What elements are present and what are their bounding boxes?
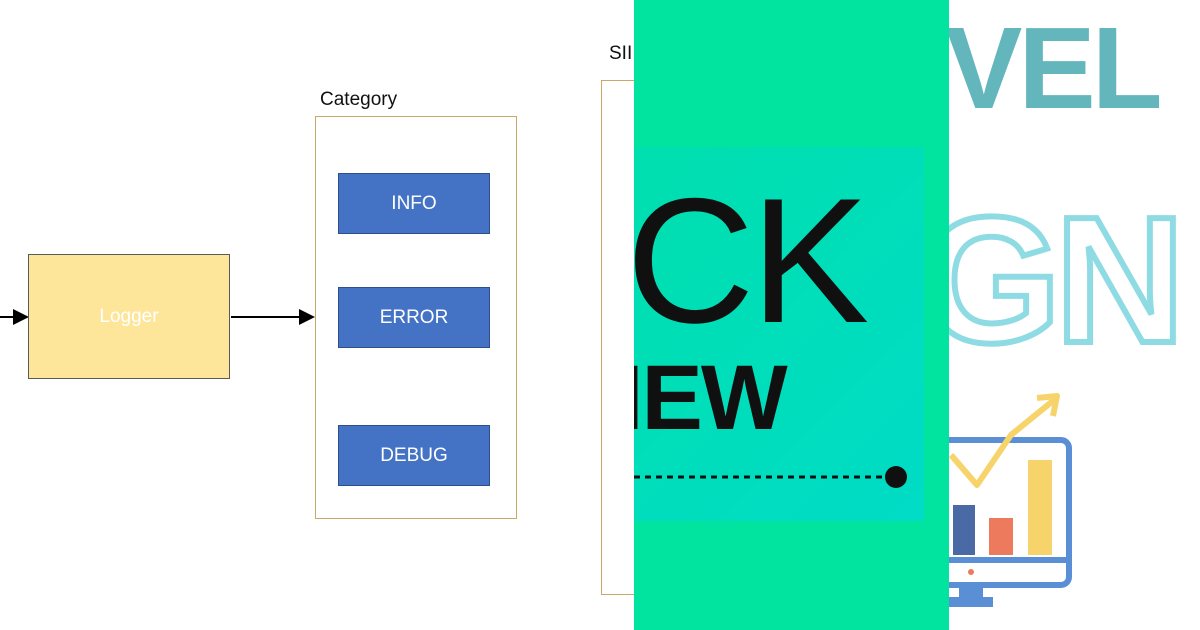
thumbnail-headline-2: IEW xyxy=(634,347,788,449)
category-title: Category xyxy=(320,89,398,110)
category-debug: DEBUG xyxy=(338,425,490,486)
logger-label: Logger xyxy=(99,305,159,327)
category-error: ERROR xyxy=(338,287,490,348)
bar-yellow xyxy=(1028,460,1052,555)
green-thumbnail: CK IEW xyxy=(634,0,949,630)
category-frame xyxy=(315,116,517,519)
sink-title: SII xyxy=(609,43,633,64)
outline-headline-text: GN xyxy=(949,190,1179,360)
outline-headline: GN xyxy=(949,190,1188,360)
thumbnail-headline-vel: VEL xyxy=(949,3,1163,133)
category-info-label: INFO xyxy=(391,192,437,214)
green-inner-square xyxy=(634,147,924,521)
category-error-label: ERROR xyxy=(379,306,449,328)
thumbnail-headline-1: CK xyxy=(634,161,869,360)
right-thumbnail: VEL GN xyxy=(949,0,1200,630)
sink-frame xyxy=(601,80,641,595)
timeline-end-dot xyxy=(885,466,907,488)
logger-node: Logger xyxy=(28,254,230,379)
trend-arrow xyxy=(949,397,1056,488)
bar-blue xyxy=(953,505,975,555)
category-debug-label: DEBUG xyxy=(380,444,448,466)
connector-arrows xyxy=(0,309,315,325)
category-info: INFO xyxy=(338,173,490,234)
analytics-monitor-icon xyxy=(949,393,1072,607)
bar-orange xyxy=(989,518,1013,555)
dotted-timeline xyxy=(634,466,907,488)
